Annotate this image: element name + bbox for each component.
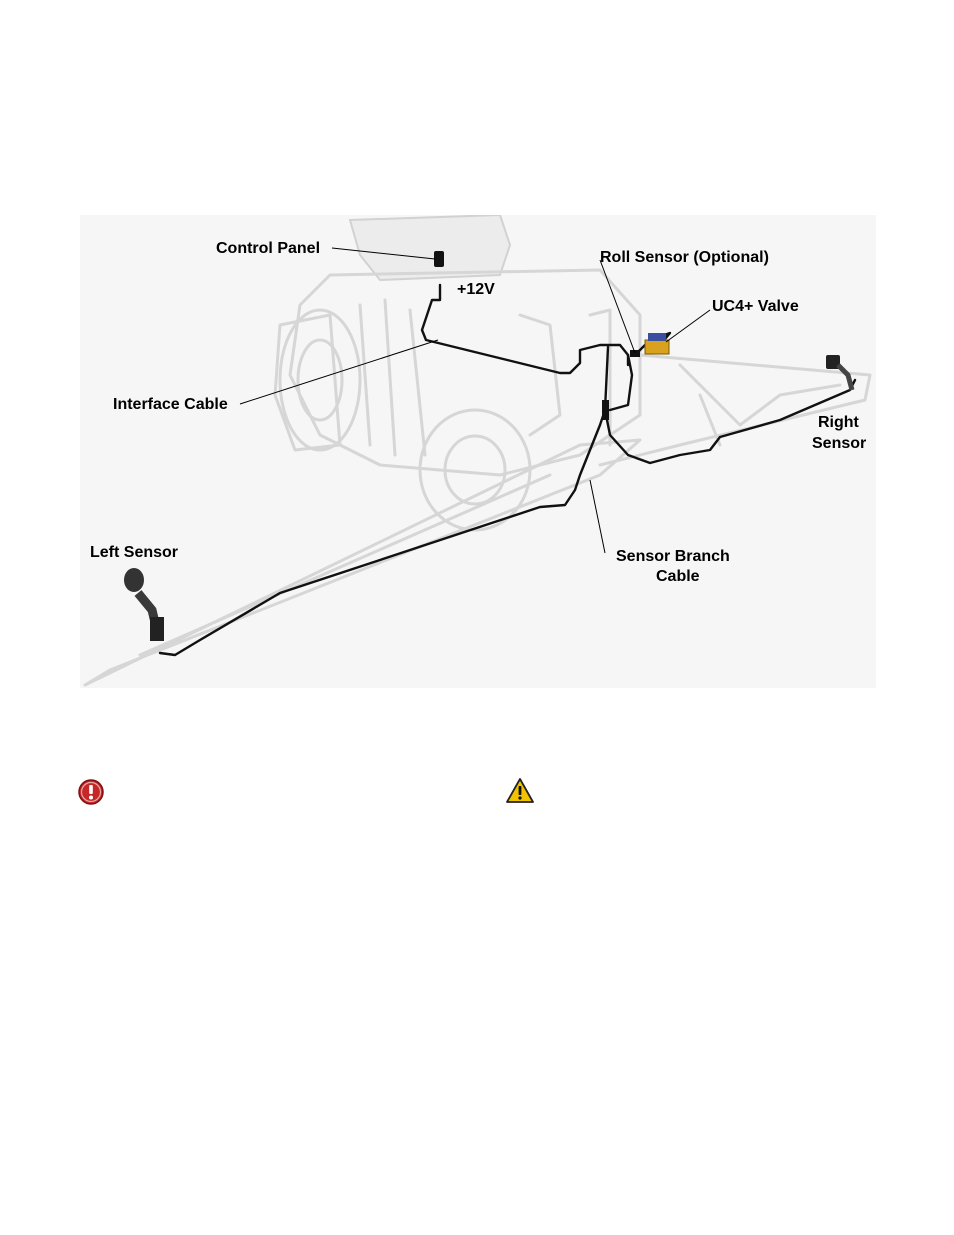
- label-right-sensor-2: Sensor: [812, 435, 866, 452]
- label-power: +12V: [457, 281, 495, 298]
- valve-component: [645, 333, 669, 354]
- diagram-canvas: Control Panel +12V Roll Sensor (Optional…: [80, 215, 876, 688]
- left-sensor-component: [124, 568, 164, 641]
- label-left-sensor: Left Sensor: [90, 544, 178, 561]
- label-roll-sensor: Roll Sensor (Optional): [600, 249, 769, 266]
- control-panel-component: [434, 251, 444, 267]
- label-right-sensor-1: Right: [818, 414, 860, 431]
- roll-sensor-component: [630, 350, 640, 357]
- label-branch-cable-1: Sensor Branch: [616, 548, 730, 565]
- wiring-diagram: Control Panel +12V Roll Sensor (Optional…: [80, 215, 876, 688]
- label-control-panel: Control Panel: [216, 240, 320, 257]
- label-valve: UC4+ Valve: [712, 298, 799, 315]
- exclamation-circle-icon: [77, 778, 105, 806]
- label-interface-cable: Interface Cable: [113, 396, 228, 413]
- branch-splitter: [602, 400, 609, 420]
- label-branch-cable-2: Cable: [656, 568, 700, 585]
- tractor-outline: [275, 215, 640, 530]
- warning-triangle-icon: [505, 777, 535, 805]
